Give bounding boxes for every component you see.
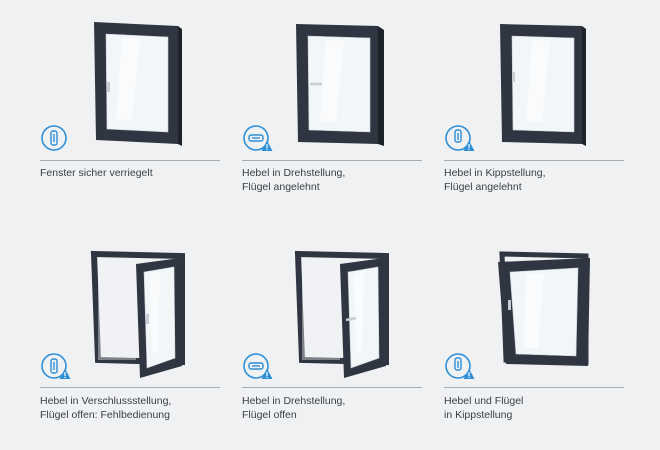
state-caption: Hebel und Flügel in Kippstellung xyxy=(444,394,644,422)
caption-line: Fenster sicher verriegelt xyxy=(40,167,153,179)
caption-line: Hebel in Kippstellung, xyxy=(444,167,546,179)
warning-icon xyxy=(59,368,71,379)
warning-icon xyxy=(463,140,475,151)
divider-line xyxy=(444,387,624,388)
window-turn-ajar-illustration xyxy=(296,24,384,146)
state-card-tilt-open: Hebel und Flügel in Kippstellung xyxy=(444,250,624,450)
state-card-tilt-ajar: Hebel in Kippstellung, Flügel angelehnt xyxy=(444,20,624,220)
state-caption: Hebel in Verschlussstellung, Flügel offe… xyxy=(40,394,240,422)
handle-tilt-icon xyxy=(445,125,471,151)
divider-line xyxy=(242,387,422,388)
window-turn-open-illustration xyxy=(294,250,389,378)
caption-line: Flügel offen: Fehlbedienung xyxy=(40,409,170,421)
warning-icon xyxy=(261,368,273,379)
handle-turn-icon xyxy=(243,125,269,151)
state-card-turn-open: Hebel in Drehstellung, Flügel offen xyxy=(242,250,422,450)
handle-locked-icon xyxy=(41,353,67,379)
state-card-locked-open: Hebel in Verschlussstellung, Flügel offe… xyxy=(40,250,220,450)
state-caption: Hebel in Kippstellung, Flügel angelehnt xyxy=(444,166,644,194)
window-tilt-ajar-illustration xyxy=(500,24,586,146)
warning-icon xyxy=(261,140,273,151)
warning-icon xyxy=(463,368,475,379)
caption-line: Hebel in Drehstellung, xyxy=(242,395,346,407)
caption-line: in Kippstellung xyxy=(444,409,513,421)
caption-line: Flügel angelehnt xyxy=(242,181,320,193)
handle-locked-icon xyxy=(41,125,67,151)
divider-line xyxy=(242,160,422,161)
state-caption: Hebel in Drehstellung, Flügel angelehnt xyxy=(242,166,442,194)
handle-turn-icon xyxy=(243,353,269,379)
window-open-misoperation-illustration xyxy=(90,250,185,378)
state-caption: Fenster sicher verriegelt xyxy=(40,166,240,180)
divider-line xyxy=(40,387,220,388)
caption-line: Hebel in Drehstellung, xyxy=(242,167,346,179)
divider-line xyxy=(40,160,220,161)
caption-line: Hebel und Flügel xyxy=(444,395,524,407)
caption-line: Flügel angelehnt xyxy=(444,181,522,193)
state-caption: Hebel in Drehstellung, Flügel offen xyxy=(242,394,442,422)
window-closed-illustration xyxy=(94,22,182,146)
caption-line: Flügel offen xyxy=(242,409,297,421)
divider-line xyxy=(444,160,624,161)
window-tilt-open-illustration xyxy=(498,251,590,366)
handle-tilt-icon xyxy=(445,353,471,379)
state-card-locked: Fenster sicher verriegelt xyxy=(40,20,220,220)
caption-line: Hebel in Verschlussstellung, xyxy=(40,395,172,407)
state-card-turn-ajar: Hebel in Drehstellung, Flügel angelehnt xyxy=(242,20,422,220)
